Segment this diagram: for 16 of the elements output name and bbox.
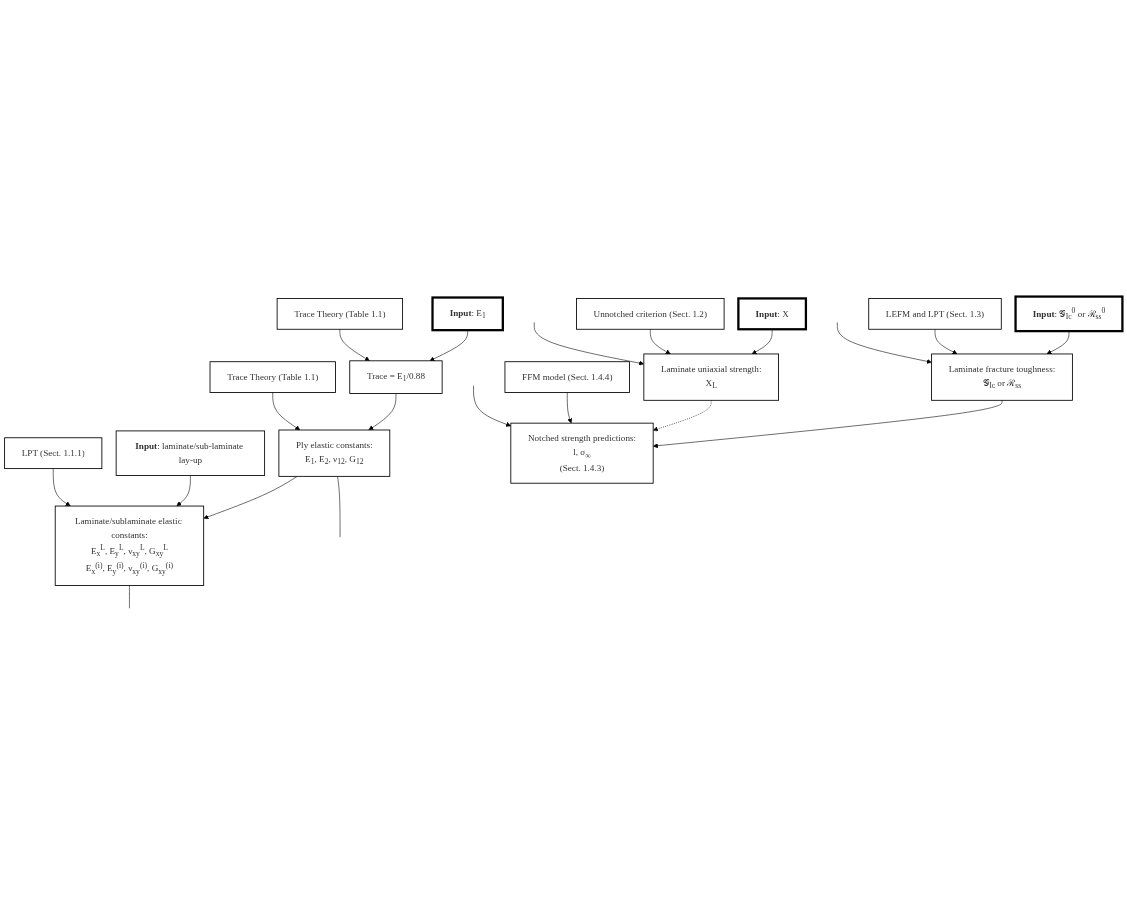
process-box: Laminate fracture toughness: 𝒢$_{Ic}$ or ℛ$_{ss}$	[931, 353, 1073, 401]
process-box: LPT (Sect. 1.1.1)	[4, 437, 103, 470]
process-box: FFM model (Sect. 1.4.4)	[504, 361, 630, 393]
process-box: Notched strength predictions: l, σ$_{∞}$ (Sect. 1.4.3)	[510, 422, 654, 484]
process-box: Unnotched criterion (Sect. 1.2)	[576, 298, 725, 330]
connector-line	[337, 476, 341, 538]
process-box: Ply elastic constants: E$_{1}$, E$_{2}$, ν$_{12}$, G$_{12}$	[278, 429, 391, 477]
process-box: Trace = E$_{1}$/0.88	[349, 360, 443, 394]
process-box: Input: X	[737, 297, 808, 331]
process-box: Input: laminate/sub-laminate lay-up	[115, 430, 266, 476]
process-box: LEFM and LPT (Sect. 1.3)	[868, 298, 1002, 330]
connector-line	[129, 585, 130, 609]
process-box: Input: E$_{1}$	[431, 296, 504, 332]
process-box: Trace Theory (Table 1.1)	[276, 298, 404, 330]
process-box: Trace Theory (Table 1.1)	[209, 361, 336, 393]
process-box: Laminate uniaxial strength: X$_{L}$	[643, 353, 779, 401]
